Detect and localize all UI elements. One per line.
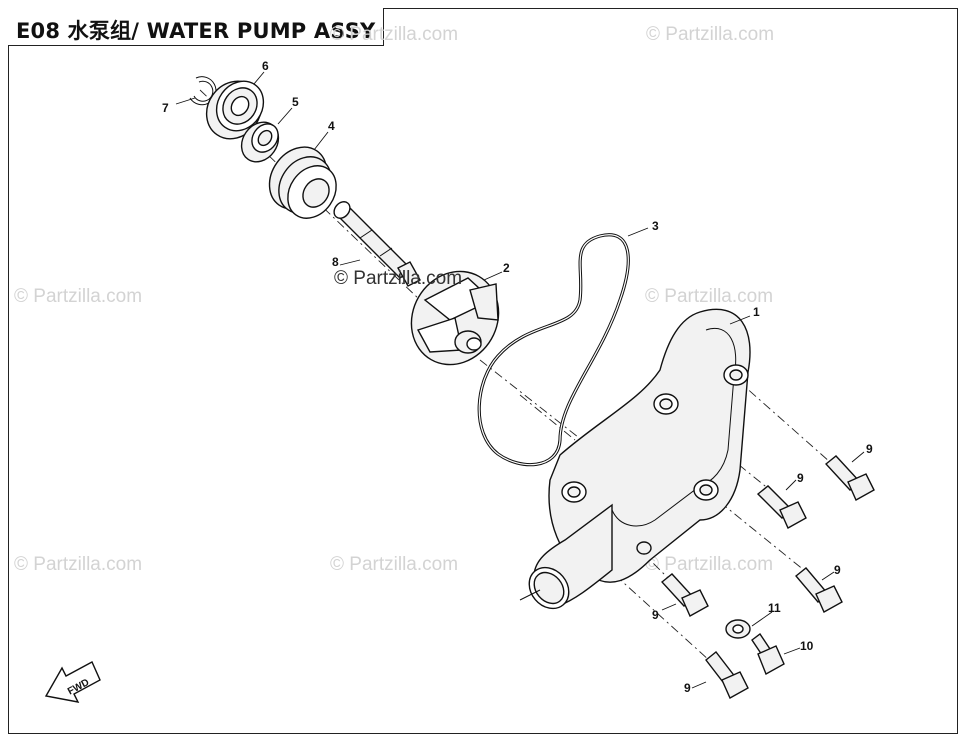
fwd-arrow-icon: FWD [44, 661, 101, 703]
callout-9: 9 [797, 471, 804, 485]
watermark-text: © Partzilla.com [14, 554, 142, 575]
part-2-impeller[interactable] [395, 255, 516, 380]
watermark-text: © Partzilla.com [645, 554, 773, 575]
callout-4: 4 [328, 119, 335, 133]
bolt-9-middle-upper[interactable] [756, 485, 807, 529]
callout-10: 10 [800, 639, 814, 653]
part-11-washer[interactable] [725, 619, 751, 639]
callout-5: 5 [292, 95, 299, 109]
callout-labels: 7 6 5 4 3 2 1 8 9 9 9 9 9 11 10 [162, 59, 873, 695]
bolt-9-middle-right[interactable] [795, 567, 843, 613]
bolt-9-lower[interactable] [705, 651, 749, 699]
part-3-o-ring[interactable] [477, 233, 630, 467]
title-box: E08 水泵组/ WATER PUMP ASSY [8, 8, 384, 46]
watermark-center: © Partzilla.com [334, 268, 462, 289]
watermark-text: © Partzilla.com [14, 286, 142, 307]
callout-7: 7 [162, 101, 169, 115]
watermark-group: © Partzilla.com © Partzilla.com © Partzi… [14, 24, 774, 575]
part-10-drain-bolt[interactable] [751, 632, 785, 675]
diagram-frame [8, 8, 958, 734]
part-6-bearing[interactable] [195, 71, 272, 150]
callout-9: 9 [684, 681, 691, 695]
callout-11: 11 [768, 601, 781, 615]
callout-9: 9 [652, 608, 659, 622]
callout-9: 9 [834, 563, 841, 577]
page-title: E08 水泵组/ WATER PUMP ASSY [16, 19, 376, 43]
part-8-pump-shaft[interactable] [331, 199, 421, 287]
callout-8: 8 [332, 255, 339, 269]
watermark-text: © Partzilla.com [645, 286, 773, 307]
callout-2: 2 [503, 261, 510, 275]
watermark-text: © Partzilla.com [646, 24, 774, 45]
watermark-text: © Partzilla.com [330, 554, 458, 575]
callout-3: 3 [652, 219, 659, 233]
callout-leader-lines [175, 71, 865, 689]
bolt-9-upper-right[interactable] [824, 455, 875, 501]
watermark-text: © Partzilla.com [330, 24, 458, 45]
callout-1: 1 [753, 305, 760, 319]
callout-9: 9 [866, 442, 873, 456]
part-4-mechanical-seal[interactable] [258, 136, 346, 227]
callout-6: 6 [262, 59, 269, 73]
bolt-9-middle-left[interactable] [660, 573, 709, 617]
part-5-seal[interactable] [234, 115, 286, 169]
part-1-pump-cover[interactable] [519, 308, 751, 616]
